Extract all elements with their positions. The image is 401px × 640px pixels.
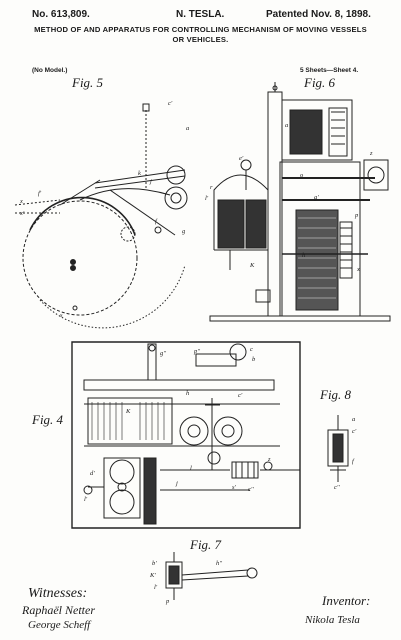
sheet-count: 5 Sheets—Sheet 4. <box>300 67 359 74</box>
fig6-label-p: p <box>355 212 359 219</box>
fig4-label-b: b <box>252 356 256 363</box>
fig7-label-l-prime: l' <box>154 584 158 591</box>
fig6-label-x: x <box>357 266 360 273</box>
fig8-label-a: a <box>352 416 356 423</box>
fig4-label-g-double-prime: g'' <box>160 350 167 357</box>
patent-number: No. 613,809. <box>32 9 90 20</box>
figure-4-title: Fig. 4 <box>32 412 64 427</box>
figure-7-title: Fig. 7 <box>190 537 222 552</box>
fig5-label-g: g <box>182 228 186 235</box>
figure-6-title: Fig. 6 <box>304 75 336 90</box>
fig5-label-f-prime: f' <box>38 190 42 197</box>
fig4-label-s-prime: s' <box>232 484 236 491</box>
fig4-label-l-prime: l' <box>84 496 88 503</box>
fig4-label-k: K <box>126 408 131 415</box>
fig5-label-c-prime: c' <box>168 100 173 107</box>
fig7-label-p: p <box>166 598 170 605</box>
fig4-label-l: l <box>190 465 192 472</box>
fig5-label-x: x <box>20 198 23 205</box>
fig5-label-f: f <box>155 218 157 225</box>
fig6-label-o: o <box>300 172 304 179</box>
fig4-label-c-prime: c' <box>238 392 243 399</box>
fig8-label-f: f <box>352 458 354 465</box>
witness-signature-2: George Scheff <box>28 619 91 631</box>
figure-8-title: Fig. 8 <box>320 387 352 402</box>
witness-signature-1: Raphaël Netter <box>22 603 95 617</box>
inventor-name-heading: N. TESLA. <box>176 9 225 20</box>
fig5-label-x-prime: x' <box>20 210 25 217</box>
fig8-label-c-double-prime: c'' <box>334 484 340 491</box>
patent-date: Patented Nov. 8, 1898. <box>266 9 371 20</box>
fig4-label-c-double-prime: c'' <box>248 486 254 493</box>
fig6-label-a: a <box>285 122 289 129</box>
fig6-label-k: K <box>250 262 255 269</box>
inventor-label: Inventor: <box>322 593 371 608</box>
figure-5-title: Fig. 5 <box>72 75 104 90</box>
fig4-label-d-prime: d' <box>90 470 95 477</box>
fig5-label-a: a <box>186 125 190 132</box>
fig5-label-j: j <box>150 178 152 185</box>
fig7-label-b-prime: b' <box>152 560 157 567</box>
model-note: (No Model.) <box>32 67 68 74</box>
fig4-label-c: c <box>250 346 253 353</box>
fig6-label-r: r <box>210 184 213 191</box>
fig4-label-j: j <box>176 480 178 487</box>
fig5-label-s: s <box>60 312 63 319</box>
fig8-label-c-prime: c' <box>352 428 357 435</box>
inventor-signature: Nikola Tesla <box>305 614 360 626</box>
patent-title-line-1: METHOD OF AND APPARATUS FOR CONTROLLING … <box>34 25 367 34</box>
fig6-label-g-prime: g' <box>314 194 319 201</box>
fig7-label-k-prime: K' <box>150 572 156 579</box>
fig5-label-k: k <box>138 170 141 177</box>
fig6-label-l-prime: l' <box>205 195 209 202</box>
fig4-label-z: z <box>268 456 271 463</box>
fig4-label-p-double-prime: p'' <box>194 348 201 355</box>
fig6-label-z: z <box>370 150 373 157</box>
fig7-label-h-double-prime: h'' <box>216 560 223 567</box>
fig6-label-e-prime: e' <box>239 155 244 162</box>
fig6-label-h: h <box>302 252 306 259</box>
patent-title-line-2: OR VEHICLES. <box>172 35 229 44</box>
fig4-label-h: h <box>186 390 190 397</box>
witnesses-label: Witnesses: <box>28 586 88 601</box>
